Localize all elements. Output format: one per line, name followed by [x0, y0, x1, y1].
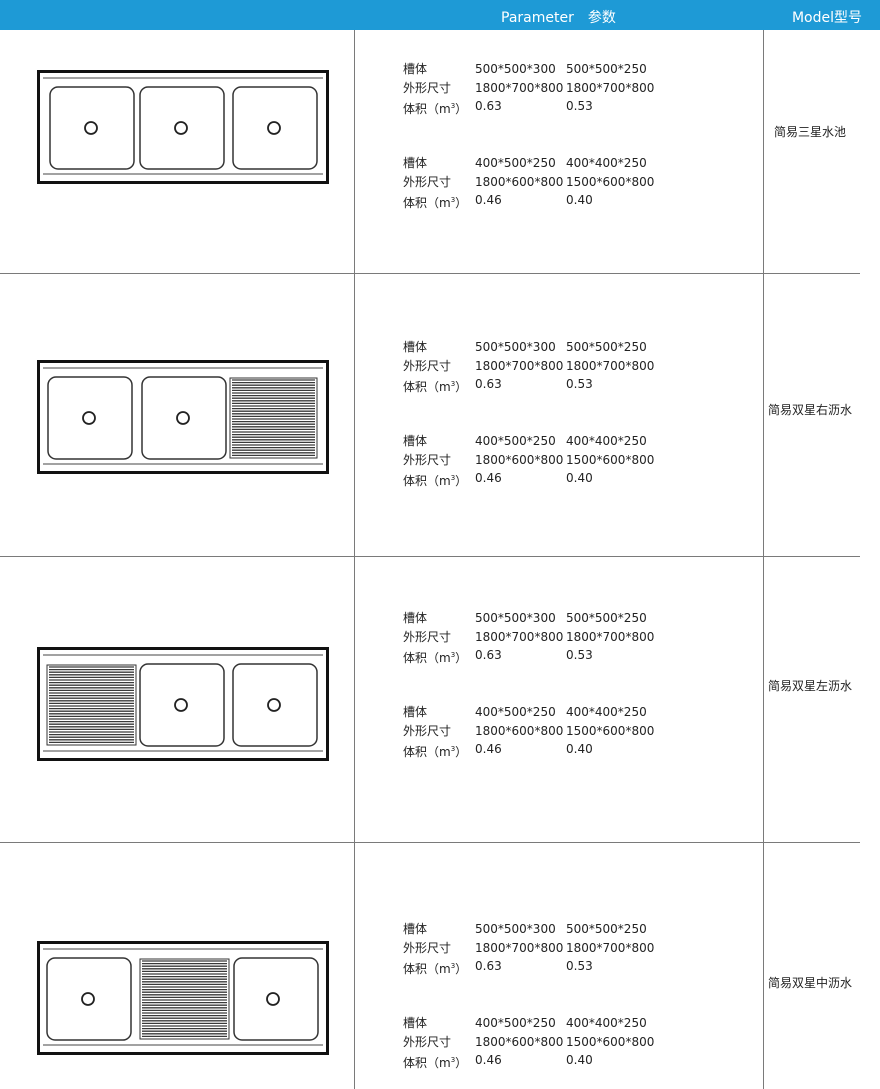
parameter-header-en: Parameter [501, 10, 574, 26]
volume-value: 0.46 [475, 1053, 502, 1068]
label-volume: 体积（m3） [403, 196, 468, 211]
row-divider [0, 556, 860, 557]
label-volume: 体积（m3） [403, 745, 468, 760]
tank-size: 400*500*250 [475, 156, 556, 171]
overall-dims: 1800*700*800 [475, 358, 564, 373]
overall-dims: 1500*600*800 [566, 723, 655, 738]
column-divider-right [763, 30, 764, 1089]
tank-size: 500*500*250 [566, 62, 647, 76]
overall-dims: 1800*700*800 [475, 80, 564, 95]
label-tank: 槽体 [403, 705, 428, 720]
tank-size: 400*500*250 [475, 1016, 556, 1031]
parameter-column-header: Parameter 参数 [501, 7, 616, 27]
label-dims: 外形尺寸 [403, 358, 452, 373]
overall-dims: 1800*600*800 [475, 1034, 564, 1049]
model-name: 简易双星左沥水 [767, 679, 852, 693]
sink-illustration-triple-bowl [37, 70, 329, 184]
drainboard-ribs [49, 666, 134, 744]
column-divider-left [354, 30, 355, 1089]
label-dims: 外形尺寸 [403, 940, 452, 955]
volume-value: 0.46 [475, 193, 502, 208]
row-divider [0, 273, 860, 274]
overall-dims: 1800*600*800 [475, 174, 564, 189]
label-tank: 槽体 [403, 156, 428, 171]
model-name: 简易双星右沥水 [767, 403, 852, 417]
volume-value: 0.63 [475, 377, 502, 392]
tank-size: 500*500*300 [475, 340, 556, 354]
overall-dims: 1500*600*800 [566, 1034, 655, 1049]
label-tank: 槽体 [403, 340, 428, 354]
label-volume: 体积（m3） [403, 474, 468, 489]
tank-size: 400*400*250 [566, 705, 647, 720]
tank-size: 500*500*250 [566, 340, 647, 354]
label-volume: 体积（m3） [403, 651, 468, 666]
overall-dims: 1800*700*800 [566, 629, 655, 644]
tank-size: 500*500*250 [566, 611, 647, 625]
label-tank: 槽体 [403, 922, 428, 936]
label-volume: 体积（m3） [403, 380, 468, 395]
sink-illustration-center-drainboard [37, 941, 329, 1055]
volume-value: 0.40 [566, 471, 593, 486]
volume-value: 0.40 [566, 1053, 593, 1068]
volume-value: 0.53 [566, 377, 593, 392]
tank-size: 500*500*300 [475, 611, 556, 625]
tank-size: 500*500*250 [566, 922, 647, 936]
volume-value: 0.40 [566, 193, 593, 208]
tank-size: 400*500*250 [475, 434, 556, 449]
label-dims: 外形尺寸 [403, 452, 452, 467]
label-dims: 外形尺寸 [403, 1034, 452, 1049]
table-header: Parameter 参数 Model型号 [0, 0, 880, 30]
volume-value: 0.46 [475, 742, 502, 757]
volume-value: 0.40 [566, 742, 593, 757]
volume-value: 0.53 [566, 648, 593, 663]
parameter-header-cn: 参数 [587, 10, 616, 26]
label-dims: 外形尺寸 [403, 629, 452, 644]
overall-dims: 1800*600*800 [475, 452, 564, 467]
label-tank: 槽体 [403, 1016, 428, 1031]
label-dims: 外形尺寸 [403, 723, 452, 738]
tank-size: 400*400*250 [566, 434, 647, 449]
tank-size: 400*400*250 [566, 1016, 647, 1031]
volume-value: 0.53 [566, 99, 593, 114]
model-name: 简易三星水池 [773, 125, 846, 139]
overall-dims: 1500*600*800 [566, 452, 655, 467]
label-dims: 外形尺寸 [403, 174, 452, 189]
label-dims: 外形尺寸 [403, 80, 452, 95]
volume-value: 0.63 [475, 99, 502, 114]
drainboard-ribs [142, 960, 227, 1038]
drainboard-ribs [232, 379, 315, 457]
label-tank: 槽体 [403, 611, 428, 625]
tank-size: 400*400*250 [566, 156, 647, 171]
model-column-header: Model型号 [791, 10, 862, 26]
volume-value: 0.53 [566, 959, 593, 974]
label-tank: 槽体 [403, 62, 428, 76]
overall-dims: 1800*700*800 [566, 358, 655, 373]
sink-illustration-right-drainboard [37, 360, 329, 474]
label-volume: 体积（m3） [403, 1056, 468, 1071]
overall-dims: 1800*700*800 [475, 940, 564, 955]
model-name: 简易双星中沥水 [767, 976, 852, 990]
tank-size: 400*500*250 [475, 705, 556, 720]
volume-value: 0.63 [475, 648, 502, 663]
overall-dims: 1800*700*800 [566, 940, 655, 955]
overall-dims: 1800*600*800 [475, 723, 564, 738]
volume-value: 0.46 [475, 471, 502, 486]
overall-dims: 1800*700*800 [475, 629, 564, 644]
sink-illustration-left-drainboard [37, 647, 329, 761]
label-volume: 体积（m3） [403, 962, 468, 977]
overall-dims: 1800*700*800 [566, 80, 655, 95]
row-divider [0, 842, 860, 843]
label-tank: 槽体 [403, 434, 428, 449]
overall-dims: 1500*600*800 [566, 174, 655, 189]
tank-size: 500*500*300 [475, 922, 556, 936]
tank-size: 500*500*300 [475, 62, 556, 76]
volume-value: 0.63 [475, 959, 502, 974]
label-volume: 体积（m3） [403, 102, 468, 117]
